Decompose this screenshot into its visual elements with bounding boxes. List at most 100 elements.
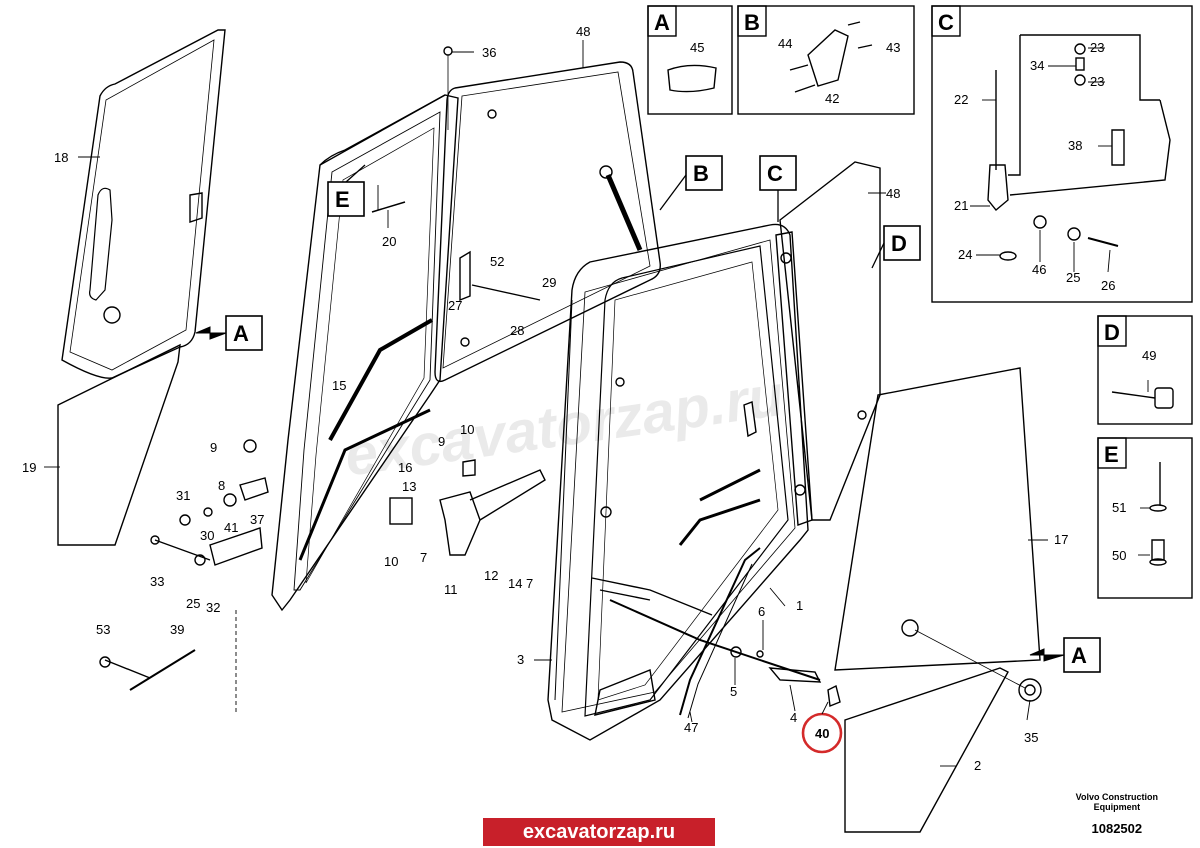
part-20-rod (371, 201, 406, 213)
label-43: 43 (886, 40, 900, 55)
footer-line1: Volvo Construction (1075, 792, 1158, 802)
label-32: 32 (206, 600, 220, 615)
label-53: 53 (96, 622, 110, 637)
label-25: 25 (186, 596, 200, 611)
door-hinge-bar (775, 231, 813, 526)
label-34: 34 (1030, 58, 1044, 73)
label-11: 11 (444, 582, 458, 597)
label-47: 47 (684, 720, 698, 735)
part-11-plate (439, 491, 481, 556)
part-48-right-glass (779, 161, 881, 521)
label-48-right: 48 (886, 186, 900, 201)
label-22: 22 (954, 92, 968, 107)
label-41: 41 (224, 520, 238, 535)
label-27: 27 (448, 298, 462, 313)
label-9-left: 9 (210, 440, 217, 455)
detail-box-C (931, 5, 1193, 303)
part-19-lower-panel (57, 343, 181, 546)
rear-window-48 (434, 61, 661, 383)
callout-E-text: E (335, 187, 350, 212)
label-20: 20 (382, 234, 396, 249)
callout-B-text: B (693, 161, 709, 186)
detail-E-letter: E (1104, 442, 1119, 467)
label-29: 29 (542, 275, 556, 290)
label-13: 13 (402, 479, 416, 494)
label-10-bottom: 10 (384, 554, 398, 569)
part-5-washer (730, 646, 742, 658)
part-27-bracket (459, 250, 471, 302)
detail-D-letter: D (1104, 320, 1120, 345)
footer-note: Volvo Construction Equipment 1082502 (1075, 792, 1158, 835)
left-rail (298, 408, 431, 561)
part-52-rod (471, 284, 541, 301)
label-44: 44 (778, 36, 792, 51)
callout-A-right-text: A (1071, 643, 1087, 668)
label-3: 3 (517, 652, 524, 667)
label-18: 18 (54, 150, 68, 165)
label-26: 26 (1101, 278, 1115, 293)
site-brand-link[interactable]: excavatorzap.ru (483, 818, 715, 846)
label-31: 31 (176, 488, 190, 503)
label-7-left: 7 (420, 550, 427, 565)
label-19: 19 (22, 460, 36, 475)
label-52: 52 (490, 254, 504, 269)
label-12: 12 (484, 568, 498, 583)
part-4-handle (768, 667, 822, 683)
label-1: 1 (796, 598, 803, 613)
detail-box-D (1097, 315, 1193, 425)
callout-C (759, 155, 797, 191)
part-32-step (209, 527, 263, 566)
label-9-mid: 9 (438, 434, 445, 449)
detail-B-letter: B (744, 10, 760, 35)
part-labels: 18 19 36 48 45 44 43 42 23 34 23 22 38 2… (22, 24, 1156, 773)
callout-C-text: C (767, 161, 783, 186)
label-24: 24 (958, 247, 972, 262)
label-17: 17 (1054, 532, 1068, 547)
label-25-box: 25 (1066, 270, 1080, 285)
detail-C-letter: C (938, 10, 954, 35)
part-17-glass-panel (834, 367, 1041, 671)
label-49: 49 (1142, 348, 1156, 363)
part-40-plug (827, 684, 841, 707)
label-38: 38 (1068, 138, 1082, 153)
part-1-door (547, 223, 821, 741)
callout-A-right (1063, 637, 1101, 673)
part-18-side-window (61, 29, 226, 379)
part-35-grommet (1018, 678, 1042, 702)
part-47-seal-strip (679, 547, 761, 716)
label-30: 30 (200, 528, 214, 543)
label-10-top: 10 (460, 422, 474, 437)
label-46: 46 (1032, 262, 1046, 277)
label-8: 8 (218, 478, 225, 493)
label-23-bottom: 23 (1090, 74, 1104, 89)
label-6: 6 (758, 604, 765, 619)
callout-B (685, 155, 723, 191)
left-handle (328, 318, 433, 441)
detail-box-A (647, 5, 733, 115)
label-23-top: 23 (1090, 40, 1104, 55)
callout-A-left (225, 315, 263, 351)
label-39: 39 (170, 622, 184, 637)
label-50: 50 (1112, 548, 1126, 563)
left-door-frame (271, 94, 459, 612)
label-42: 42 (825, 91, 839, 106)
detail-box-E (1097, 437, 1193, 599)
callout-A-left-text: A (233, 321, 249, 346)
callout-D-text: D (891, 231, 907, 256)
footer-line2: Equipment (1093, 802, 1141, 812)
label-5: 5 (730, 684, 737, 699)
callout-D (883, 225, 921, 261)
part-2-lower-panel (844, 667, 1009, 833)
detail-A-letter: A (654, 10, 670, 35)
label-4: 4 (790, 710, 797, 725)
label-21: 21 (954, 198, 968, 213)
label-51: 51 (1112, 500, 1126, 515)
label-2: 2 (974, 758, 981, 773)
label-28: 28 (510, 323, 524, 338)
label-36: 36 (482, 45, 496, 60)
label-14: 14 (508, 576, 522, 591)
label-15: 15 (332, 378, 346, 393)
label-45: 45 (690, 40, 704, 55)
label-7-right: 7 (526, 576, 533, 591)
